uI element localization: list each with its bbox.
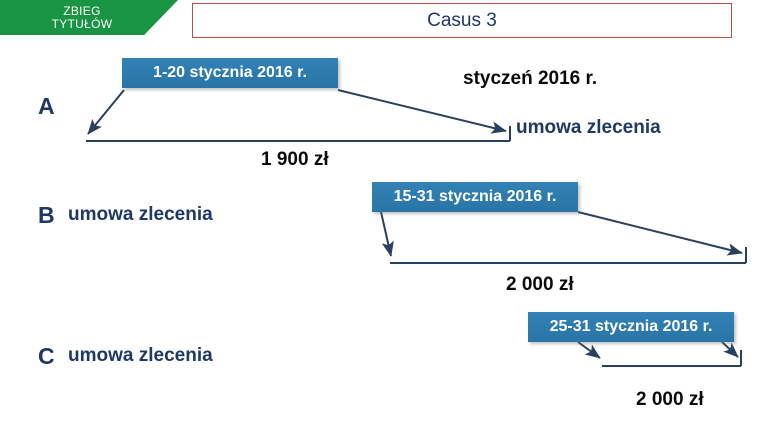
row-letter-c: C xyxy=(38,343,55,369)
date-box-b[interactable]: 15-31 stycznia 2016 r. xyxy=(372,182,578,212)
slide-title-box: Casus 3 xyxy=(192,3,732,38)
row-b-arrows xyxy=(380,211,747,264)
row-a-arrows xyxy=(86,89,511,142)
zbieg-tytulow-banner: ZBIEG TYTUŁÓW xyxy=(0,0,178,35)
date-box-c[interactable]: 25-31 stycznia 2016 r. xyxy=(528,312,734,342)
contract-label-c: umowa zlecenia xyxy=(68,345,213,366)
page-title: Casus 3 xyxy=(427,9,497,31)
row-letter-a: A xyxy=(38,93,55,119)
amount-label-b: 2 000 zł xyxy=(506,274,574,295)
amount-label-a: 1 900 zł xyxy=(261,149,329,170)
row-c-arrows xyxy=(577,341,742,367)
contract-label-b: umowa zlecenia xyxy=(68,204,213,225)
amount-label-c: 2 000 zł xyxy=(636,389,704,410)
row-letter-b: B xyxy=(38,202,55,228)
banner-label: ZBIEG TYTUŁÓW xyxy=(51,3,113,31)
month-label-a: styczeń 2016 r. xyxy=(463,68,598,89)
contract-label-a: umowa zlecenia xyxy=(516,117,661,138)
date-box-a[interactable]: 1-20 stycznia 2016 r. xyxy=(122,58,338,88)
